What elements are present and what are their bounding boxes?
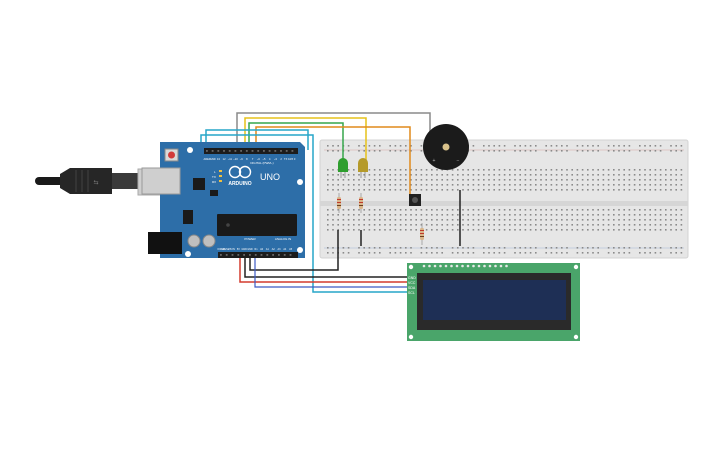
resistor-3[interactable] [420, 223, 424, 245]
power-analog-pin-label: 3.3V [230, 248, 235, 251]
lcd-screen [423, 280, 566, 320]
power-analog-pin-label: A2 [272, 248, 276, 251]
power-analog-pin-label: A3 [278, 248, 282, 251]
piezo-buzzer[interactable]: + − [423, 124, 469, 170]
lcd-pin-sda: SDA [408, 286, 416, 290]
wire-orange [255, 126, 411, 195]
svg-text:⇆: ⇆ [93, 179, 98, 186]
digital-pin-label: 2 [280, 157, 282, 161]
arduino-model: UNO [260, 172, 280, 182]
wire-blue-lcd [254, 256, 409, 288]
digital-pin-label: ~3 [274, 157, 278, 161]
power-analog-pin-label: 5V [237, 248, 240, 251]
digital-pin-label: ~10 [233, 157, 238, 161]
power-analog-pin-label: A1 [266, 248, 270, 251]
digital-pin-label: 8 [246, 157, 248, 161]
digital-pin-label: GND [210, 157, 216, 161]
lcd-pin-vcc: VCC [408, 281, 416, 285]
breadboard[interactable] [319, 139, 689, 259]
breadboard-holes [327, 145, 683, 254]
digital-pin-label: ~6 [257, 157, 261, 161]
led-green[interactable] [338, 158, 348, 178]
svg-text:−: − [457, 158, 460, 164]
digital-pin-label: 13 [217, 157, 220, 161]
power-analog-pin-label: A4 [283, 248, 287, 251]
power-analog-pin-label: Vin [254, 248, 258, 251]
power-analog-pin-label: A0 [260, 248, 264, 251]
wire-yellow [244, 117, 367, 160]
digital-pin-label: ~5 [263, 157, 267, 161]
wire-black-lcd [244, 256, 409, 278]
power-analog-pin-label: A5 [289, 248, 293, 251]
digital-pin-label: TX 1 [284, 157, 290, 161]
digital-pin-label: ~9 [240, 157, 244, 161]
wire-red [239, 256, 409, 283]
resistor-2[interactable] [359, 193, 363, 213]
wire-black-bb [249, 230, 339, 271]
digital-pin-label: AREF [204, 157, 211, 161]
digital-pin-label: 12 [223, 157, 226, 161]
analog-label: ANALOG IN [275, 237, 291, 241]
led-rx-label: RX [212, 180, 216, 184]
led-tx-label: TX [212, 175, 216, 179]
digital-header[interactable] [204, 148, 298, 154]
power-analog-pin-label: GND [242, 248, 248, 251]
led-l-label: L [214, 170, 216, 174]
atmega-chip [217, 214, 297, 236]
power-analog-pin-label: GND [247, 248, 253, 251]
digital-label: DIGITAL (PWM~) [250, 161, 273, 165]
usb-port [141, 167, 181, 195]
lcd-pin-scl: SCL [408, 291, 415, 295]
digital-pin-label: 7 [252, 157, 254, 161]
lcd-pin-gnd: GND [408, 276, 416, 280]
power-label: POWER [244, 237, 256, 241]
resistor-1[interactable] [337, 193, 341, 213]
svg-text:+: + [433, 158, 436, 164]
arduino-brand: ARDUINO [228, 181, 251, 187]
wire-cyan-2 [200, 134, 409, 293]
power-analog-pin-label: IOREF [217, 248, 225, 251]
digital-pin-label: ~11 [228, 157, 233, 161]
pushbutton[interactable] [409, 194, 421, 206]
power-analog-pin-label: RESET [223, 248, 232, 251]
reset-button[interactable] [168, 151, 175, 159]
power-analog-header[interactable] [218, 252, 298, 258]
lcd-module[interactable]: GND VCC SDA SCL [407, 263, 580, 341]
digital-pin-label: 4 [269, 157, 271, 161]
wire-cyan-top [205, 129, 309, 150]
wires [200, 112, 461, 293]
led-yellow[interactable] [358, 158, 368, 178]
digital-pin-label: RX 0 [290, 157, 296, 161]
